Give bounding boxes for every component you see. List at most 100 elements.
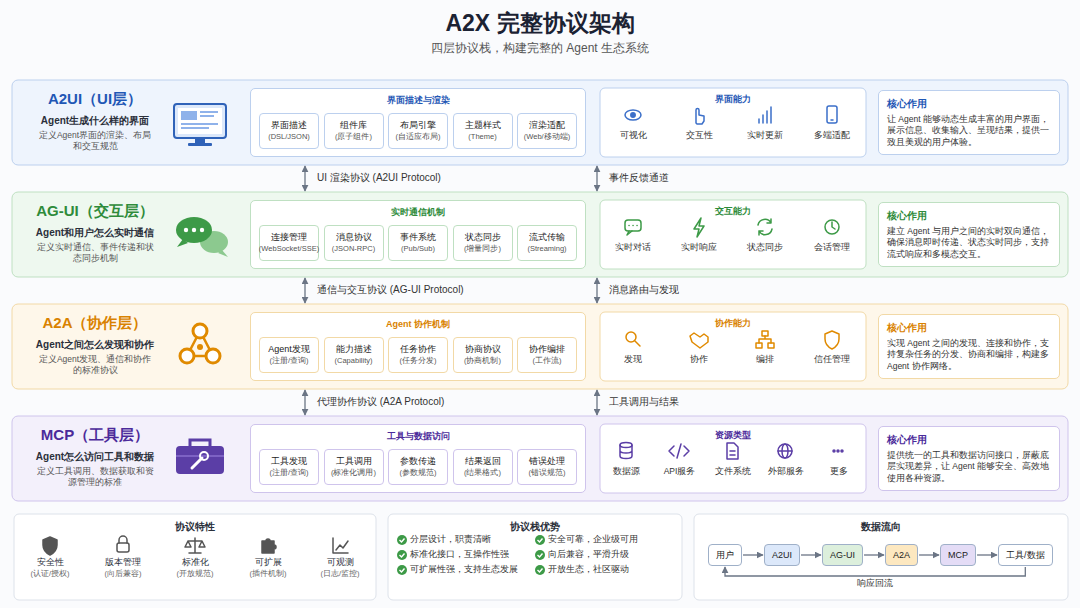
mechanism-box: 流式传输(Streaming) xyxy=(517,225,577,261)
node-title: Agent 协作机制 xyxy=(259,318,577,331)
diagram-title: A2X 完整协议架构 xyxy=(0,8,1080,39)
capability-label: 外部服务 xyxy=(768,466,804,476)
node-title: A2A（协作层） xyxy=(20,314,170,333)
bottom-panel xyxy=(14,514,1068,600)
network-illustration xyxy=(206,349,220,363)
monitor-illustration xyxy=(174,104,226,138)
capability-panel xyxy=(600,200,866,269)
capability-icon xyxy=(696,109,704,125)
capability-icon xyxy=(620,445,632,459)
capability-label: 数据源 xyxy=(613,466,640,476)
flow-box: A2UI xyxy=(764,544,800,566)
node-text: (注册/查询) xyxy=(269,356,308,366)
node-title: MCP（工具层） xyxy=(20,426,170,445)
feature-icon xyxy=(119,536,127,543)
feature-label: (向后兼容) xyxy=(105,569,142,578)
node-text: (原子组件) xyxy=(335,132,372,142)
network-illustration xyxy=(193,324,207,338)
capability-icon xyxy=(825,331,839,349)
toolbox-illustration xyxy=(190,440,210,446)
capability-icon xyxy=(758,219,772,235)
chat-illustration xyxy=(200,228,204,232)
node-text: (参数规范) xyxy=(400,468,437,478)
node-text: Agent和用户怎么实时通信 xyxy=(20,226,170,240)
layer-band: AG-UI（交互层）Agent和用户怎么实时通信定义实时通信、事件传递和状态同步… xyxy=(12,192,1068,277)
capability-label: 协作 xyxy=(690,354,708,364)
toolbox-illustration xyxy=(176,446,224,474)
node-title: 界面描述与渲染 xyxy=(259,94,577,107)
feature-label: 可观测 xyxy=(327,557,354,568)
bottom-panel xyxy=(694,514,1068,600)
feature-icon xyxy=(43,536,348,555)
chat-illustration xyxy=(177,239,188,247)
node-text: (协商机制) xyxy=(464,356,501,366)
node-title: 资源类型 xyxy=(600,429,866,442)
mechanism-panel: 实时通信机制连接管理(WebSocket/SSE)消息协议(JSON-RPC)事… xyxy=(250,200,586,269)
node-text: (JSON-RPC) xyxy=(332,244,375,254)
check-icon xyxy=(535,535,545,545)
connector-arrow xyxy=(864,554,884,555)
mechanism-panel: 界面描述与渲染界面描述(DSL/JSON)组件库(原子组件)布局引擎(自适应布局… xyxy=(250,88,586,157)
check-icon xyxy=(397,550,407,560)
feature-icon xyxy=(262,539,276,553)
monitor-illustration xyxy=(181,112,218,128)
capability-panel xyxy=(600,424,866,493)
capability-icon xyxy=(841,450,843,452)
layer-band xyxy=(12,80,1068,165)
node-title: 用户 xyxy=(716,549,734,562)
node-title: A2UI xyxy=(772,550,792,560)
node-title: AG-UI（交互层） xyxy=(20,202,170,221)
connector-arrow xyxy=(977,554,997,555)
core-role-box: 核心作用让 Agent 能够动态生成丰富的用户界面，展示信息、收集输入、呈现结果… xyxy=(878,90,1060,155)
feature-icon xyxy=(43,537,57,555)
check-icon xyxy=(397,565,407,575)
monitor-illustration xyxy=(178,108,222,134)
connector-label: 响应回流 xyxy=(855,578,895,588)
connector-label: 通信与交互协议 (AG-UI Protocol) xyxy=(315,284,466,296)
node-text: Agent怎么访问工具和数据 xyxy=(20,450,170,464)
node-text: Agent之间怎么发现和协作 xyxy=(20,338,170,352)
feature-label: 标准化 xyxy=(182,557,209,568)
network-illustration xyxy=(180,324,220,363)
feature-label: 安全性 xyxy=(37,557,64,568)
flow-box: A2A xyxy=(885,544,918,566)
node-text: Agent生成什么样的界面 xyxy=(20,114,170,128)
capability-label: 实时更新 xyxy=(747,130,783,140)
capability-icon xyxy=(620,443,632,448)
node-text: (错误规范) xyxy=(529,468,566,478)
chat-illustration xyxy=(176,217,212,243)
node-text: 实现 Agent 之间的发现、连接和协作，支持复杂任务的分发、协商和编排，构建多… xyxy=(887,338,1051,372)
node-text: (标准化调用) xyxy=(331,468,376,478)
capability-label: 可视化 xyxy=(620,130,647,140)
connector-label: 代理协作协议 (A2A Protocol) xyxy=(315,396,446,408)
connector-arrow xyxy=(596,278,597,303)
mechanism-box: 错误处理(错误规范) xyxy=(517,449,577,485)
node-title: 主题样式 xyxy=(465,120,501,132)
node-title: 核心作用 xyxy=(887,321,1051,335)
check-icon xyxy=(535,565,545,575)
check-icon xyxy=(535,550,545,560)
check-icon xyxy=(397,535,545,575)
capability-label: API服务 xyxy=(664,466,696,476)
capability-label: 实时响应 xyxy=(681,242,717,252)
mechanism-box: 事件系统(Pub/Sub) xyxy=(388,225,448,261)
mechanism-box: Agent发现(注册/查询) xyxy=(259,337,319,373)
node-title: 能力描述 xyxy=(336,344,372,356)
node-text: (Web/移动端) xyxy=(524,132,570,142)
capability-icon xyxy=(727,443,738,459)
connector-arrow xyxy=(304,278,305,303)
diagram-caption: 四层协议栈，构建完整的 Agent 生态系统 xyxy=(0,40,1080,57)
feature-label: 可扩展 xyxy=(255,557,282,568)
node-text: (Theme) xyxy=(468,132,496,142)
connector-arrow xyxy=(725,567,1025,576)
capability-label: 实时对话 xyxy=(615,242,651,252)
capability-icon xyxy=(625,220,641,231)
mechanism-box: 连接管理(WebSocket/SSE) xyxy=(259,225,319,261)
capability-icon xyxy=(629,225,637,227)
network-illustration xyxy=(180,349,194,363)
mechanism-box: 状态同步(增量同步) xyxy=(453,225,513,261)
node-title: 结果返回 xyxy=(465,456,501,468)
node-title: 流式传输 xyxy=(529,232,565,244)
capability-icon xyxy=(825,220,839,234)
layer-band xyxy=(12,304,1068,389)
